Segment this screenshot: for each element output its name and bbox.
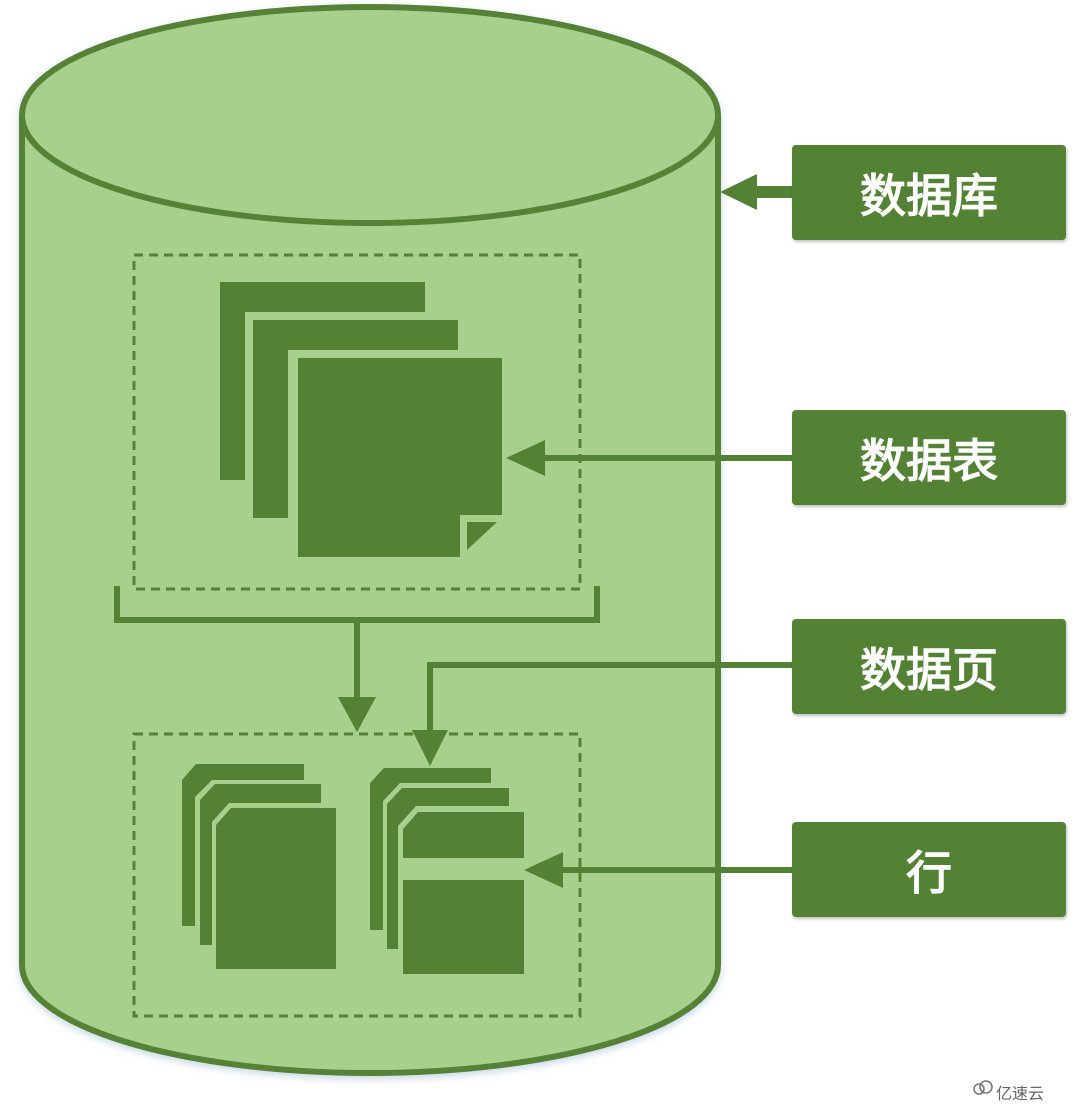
cloud-logo-icon [973, 1080, 993, 1095]
database-label: 数据库 [792, 145, 1066, 240]
table-label: 数据表 [792, 410, 1066, 505]
row-label: 行 [792, 822, 1066, 917]
database-arrow [720, 174, 792, 210]
table-stack-icon [220, 282, 508, 562]
down-arrow-icon [338, 697, 376, 732]
page-label: 数据页 [792, 619, 1066, 714]
row-arrow [524, 852, 792, 888]
page-stack-icon [182, 764, 342, 975]
row-page-stack-icon [370, 768, 530, 980]
page-region [132, 732, 582, 1018]
page-arrow [412, 662, 792, 766]
table-arrow [506, 440, 792, 476]
watermark-text: 亿速云 [996, 1084, 1045, 1103]
